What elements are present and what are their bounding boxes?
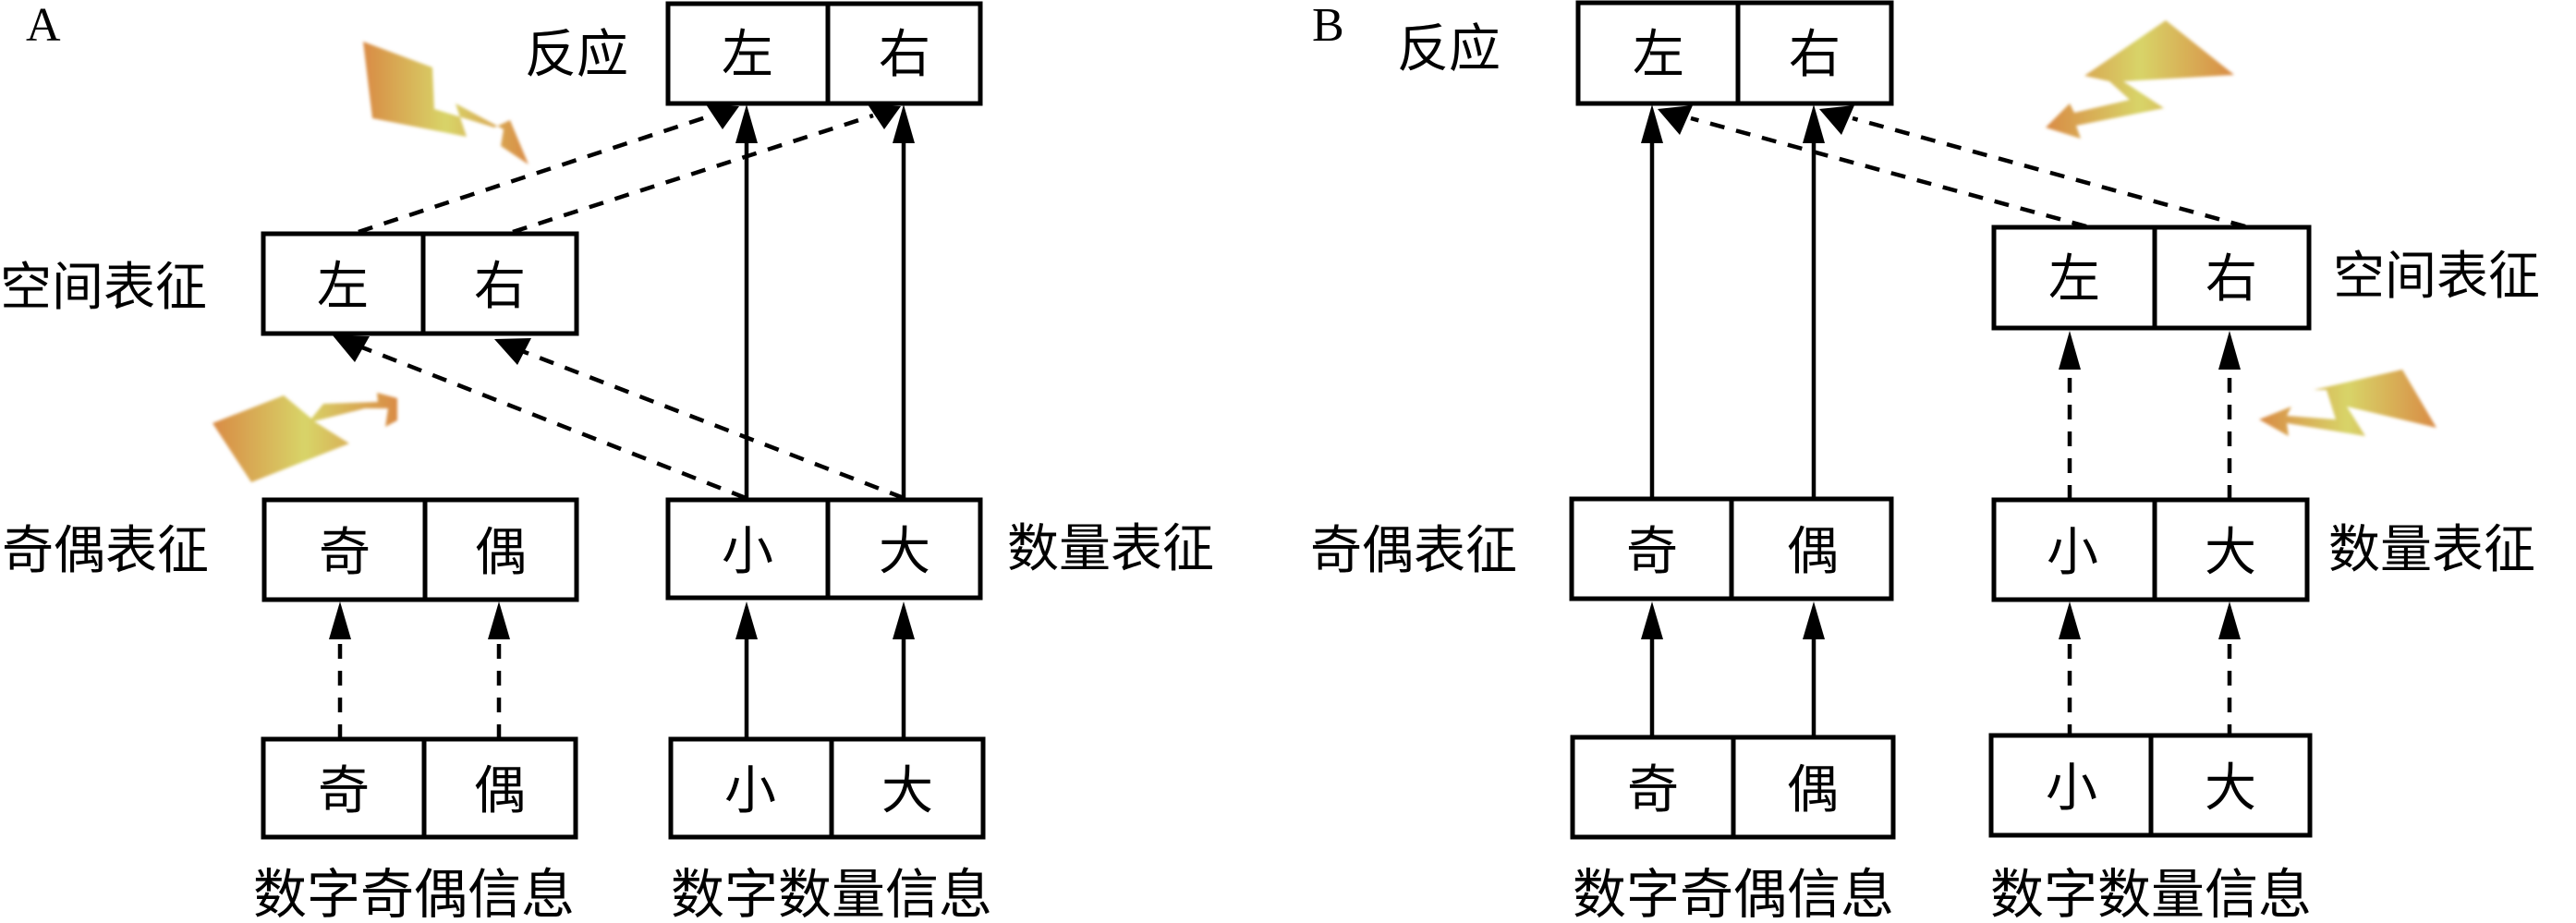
- parity-label: 奇偶表征: [2, 521, 209, 581]
- spatial-left-cell: 左: [317, 257, 369, 317]
- spatial-right-cell: 右: [2205, 249, 2257, 310]
- spatial-representation-box: 空间表征 左 右: [0, 231, 579, 336]
- magnitude-input-large-cell: 大: [2205, 759, 2256, 819]
- arrowhead: [735, 104, 758, 143]
- magnitude-input-box: 小 大 数字数量信息: [668, 736, 992, 923]
- arrowhead: [1641, 601, 1663, 639]
- panel-letter: B: [1312, 0, 1344, 52]
- spatial-right-cell: 右: [474, 257, 526, 317]
- parity-input-label: 数字奇偶信息: [1573, 863, 1894, 923]
- response-right-cell: 右: [879, 25, 930, 85]
- response-right-cell: 右: [1789, 25, 1841, 85]
- panel-letter: A: [26, 0, 61, 52]
- parity-input-even-cell: 偶: [1787, 760, 1839, 820]
- parity-input-box: 奇 偶 数字奇偶信息: [253, 736, 578, 923]
- arrowhead: [488, 601, 510, 639]
- magnitude-input-small-cell: 小: [724, 761, 776, 821]
- arrowhead: [1803, 104, 1825, 143]
- parity-input-box: 奇 偶 数字奇偶信息: [1570, 735, 1896, 923]
- arrowhead: [2218, 331, 2241, 370]
- lightning-bolt-icon: [363, 42, 529, 164]
- arrowhead: [2059, 601, 2081, 639]
- magnitude-input-label: 数字数量信息: [1990, 863, 2312, 923]
- lightning-bolt-icon: [2259, 370, 2436, 436]
- magnitude-small-cell: 小: [2047, 523, 2098, 583]
- magnitude-small-cell: 小: [722, 522, 773, 582]
- parity-even-cell: 偶: [475, 523, 527, 583]
- arrowhead: [893, 104, 915, 143]
- panel-b: B: [1310, 0, 2540, 923]
- arrowhead: [1641, 104, 1663, 143]
- lightning-bolt-icon: [213, 393, 397, 482]
- spatial-label: 空间表征: [2333, 247, 2540, 307]
- magnitude-representation-box: 小 大 数量表征: [665, 497, 1214, 601]
- lightning-bolt-icon: [2046, 20, 2234, 139]
- arrowhead: [494, 338, 531, 365]
- dashed-arrow: [358, 113, 712, 235]
- dashed-arrow: [521, 348, 905, 501]
- magnitude-large-cell: 大: [879, 522, 930, 582]
- magnitude-input-box: 小 大 数字数量信息: [1988, 733, 2313, 923]
- spatial-representation-box: 左 右 空间表征: [1991, 225, 2540, 331]
- arrowhead: [735, 601, 758, 639]
- dashed-arrow: [1690, 115, 2087, 229]
- arrowhead: [893, 601, 915, 639]
- parity-representation-box: 奇偶表征 奇 偶: [2, 497, 579, 602]
- parity-odd-cell: 奇: [1626, 522, 1678, 582]
- panel-a: A: [0, 0, 1214, 923]
- connection-lines: [1641, 104, 2246, 739]
- dashed-arrow: [512, 113, 874, 235]
- parity-input-even-cell: 偶: [474, 761, 526, 821]
- magnitude-representation-box: 小 大 数量表征: [1991, 497, 2535, 602]
- arrowhead: [1803, 601, 1825, 639]
- parity-input-odd-cell: 奇: [1627, 760, 1679, 820]
- arrowhead: [1819, 105, 1854, 135]
- parity-label: 奇偶表征: [1310, 521, 1517, 581]
- response-left-cell: 左: [1633, 25, 1684, 85]
- arrowhead: [333, 335, 370, 362]
- response-left-cell: 左: [722, 25, 773, 85]
- response-box: 反应 左 右: [525, 1, 983, 106]
- response-label: 反应: [1397, 19, 1501, 79]
- arrowhead: [1658, 105, 1693, 135]
- arrowhead: [329, 601, 351, 639]
- magnitude-input-small-cell: 小: [2046, 759, 2097, 819]
- magnitude-label: 数量表征: [2328, 520, 2535, 580]
- response-box: 反应 左 右: [1397, 0, 1894, 106]
- response-label: 反应: [525, 25, 628, 85]
- parity-representation-box: 奇偶表征 奇 偶: [1310, 496, 1894, 601]
- magnitude-large-cell: 大: [2205, 523, 2256, 583]
- parity-input-odd-cell: 奇: [318, 761, 370, 821]
- parity-even-cell: 偶: [1787, 522, 1839, 582]
- spatial-left-cell: 左: [2048, 249, 2100, 310]
- magnitude-input-large-cell: 大: [881, 761, 933, 821]
- magnitude-label: 数量表征: [1007, 519, 1214, 579]
- arrowhead: [868, 104, 901, 129]
- parity-input-label: 数字奇偶信息: [253, 863, 575, 923]
- spatial-label: 空间表征: [0, 258, 207, 318]
- dashed-arrow: [361, 345, 747, 501]
- arrowhead: [706, 104, 739, 129]
- magnitude-input-label: 数字数量信息: [671, 863, 992, 923]
- dashed-arrow: [1852, 115, 2246, 229]
- parity-odd-cell: 奇: [319, 523, 371, 583]
- arrowhead: [2218, 601, 2241, 639]
- connection-lines: [329, 104, 915, 739]
- arrowhead: [2059, 331, 2081, 370]
